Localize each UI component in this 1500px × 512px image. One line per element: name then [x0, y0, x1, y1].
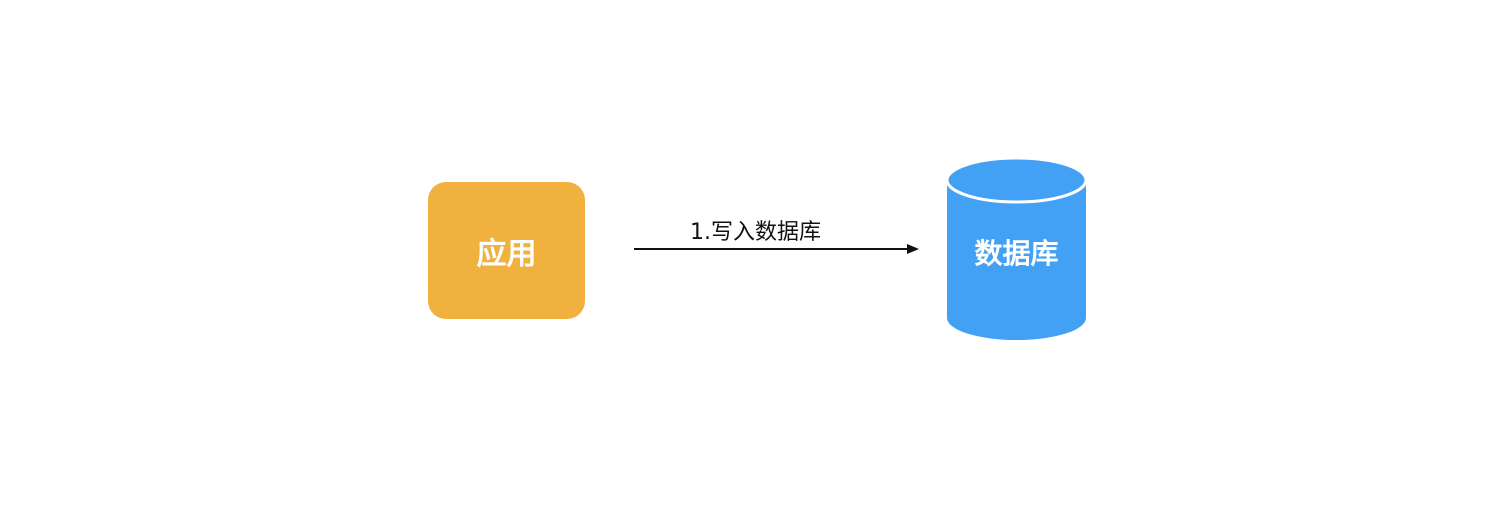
database-top	[945, 156, 1088, 204]
app-node-label: 应用	[476, 236, 537, 272]
app-node: 应用	[428, 182, 585, 319]
arrow-head	[907, 244, 919, 254]
database-cylinder-icon	[945, 156, 1088, 340]
edge-label-write: 1.写入数据库	[690, 220, 821, 245]
database-body	[947, 180, 1086, 340]
database-node-label: 数据库	[974, 237, 1059, 270]
